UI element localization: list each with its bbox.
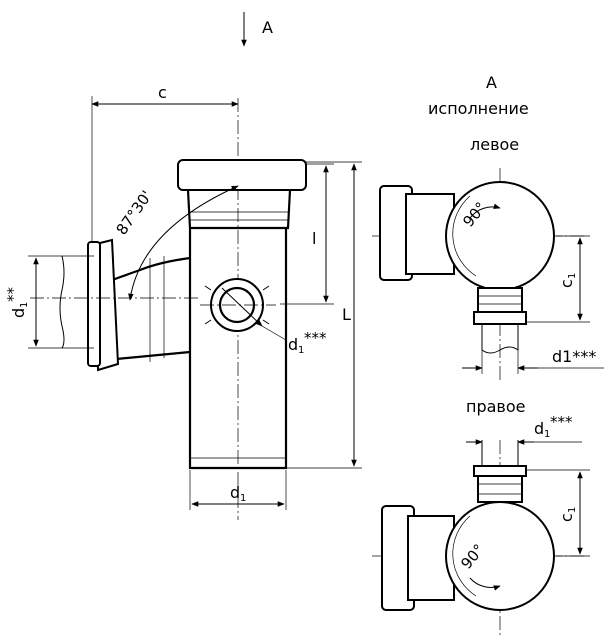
view-title-right: правое (466, 397, 525, 416)
d1-left-stars: ** (4, 287, 22, 303)
d1-right-stars: *** (550, 413, 573, 431)
d1-right-main: d (534, 419, 544, 438)
c1-top-main: c (557, 279, 576, 288)
c1-top-sub: 1 (567, 273, 578, 279)
top-socket-ring (177, 159, 307, 191)
c1-bottom-main: c (557, 513, 576, 522)
dimension-d1-bottom: d 1 (189, 470, 287, 510)
dimension-l: l (280, 163, 334, 305)
right-version-view: 90° d 1 *** c 1 (372, 413, 590, 636)
d1-left-main: d (9, 308, 28, 318)
top-socket-body (186, 189, 292, 230)
d1-bottom-main: d (230, 483, 240, 502)
left-view-main-circle (445, 181, 555, 291)
branch-elbow (104, 256, 191, 362)
dimension-L-label: L (342, 305, 351, 324)
main-fitting-front-view (30, 98, 307, 520)
d1-right-sub: 1 (544, 429, 550, 440)
d1-bottom-sub: 1 (240, 493, 246, 504)
view-title-left: левое (470, 135, 519, 154)
dimension-d1-left: d 1 ** (4, 255, 62, 349)
view-arrow-a: A (241, 12, 273, 47)
main-pipe-body (188, 228, 288, 470)
view-title-line1: исполнение (428, 99, 529, 118)
left-view-side-socket (477, 287, 523, 313)
angle-branch: 87°30' (113, 185, 239, 301)
dimension-d1-side: d 1 *** (221, 287, 327, 356)
dimension-L: L (286, 161, 362, 469)
dimension-c-label: c (158, 83, 167, 102)
d1-left-sub: 1 (19, 302, 30, 308)
c1-bottom-sub: 1 (567, 507, 578, 513)
view-title-letter: A (486, 73, 497, 92)
angle-branch-label: 87°30' (113, 187, 156, 238)
d1-side-stars: *** (304, 329, 327, 347)
incoming-pipe-break (59, 255, 65, 349)
d1-left-view-label: d1*** (552, 347, 596, 366)
d1-side-main: d (288, 335, 298, 354)
view-marker-letter: A (262, 18, 273, 37)
left-version-view: 90° c 1 d1*** (372, 168, 604, 380)
d1-side-sub: 1 (298, 345, 304, 356)
dimension-l-label: l (312, 229, 316, 248)
dimension-c: c (91, 83, 239, 242)
